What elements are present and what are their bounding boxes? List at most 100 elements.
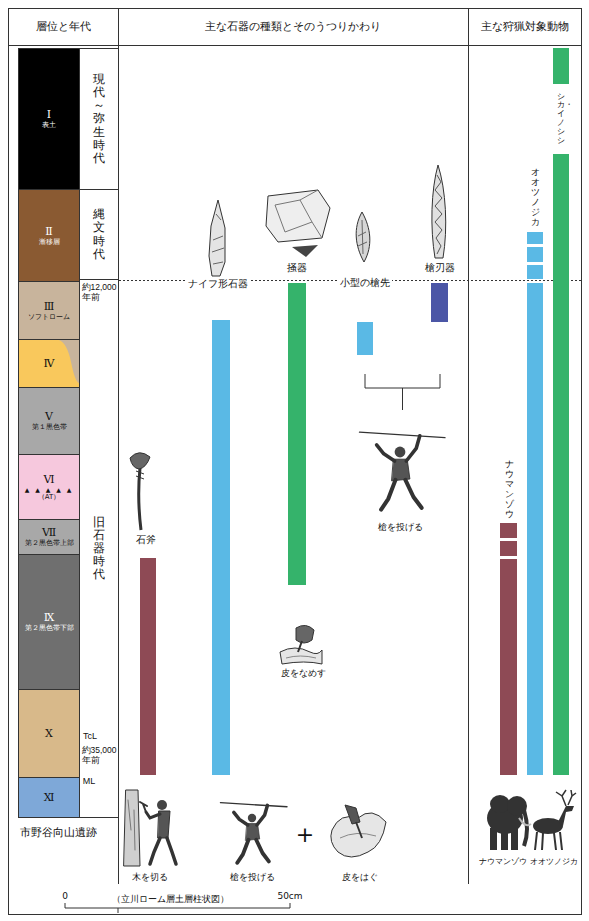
scale-number: 50cm (277, 891, 302, 901)
animal-range-bars-part (500, 523, 517, 538)
animal-range-bars-part (527, 232, 543, 244)
soil-layer: Ⅺ (18, 778, 80, 818)
layer-fill (19, 340, 79, 387)
tree-cutting-drawing-part (146, 812, 160, 818)
tool-range-bars (140, 283, 448, 775)
tree-cutting-drawing (124, 790, 176, 866)
tool-range-bars-part (288, 283, 306, 585)
hide-skinning-drawing-part (340, 833, 376, 838)
spear-thrower-figure-part (234, 812, 248, 825)
layer-number: Ⅹ (45, 727, 53, 740)
bracket-line (365, 374, 440, 410)
header-text: 層位と年代 (36, 20, 91, 33)
hide-tanning-drawing-part (296, 625, 314, 643)
animal-range-bars-part (527, 283, 543, 775)
tool-range-bars-part (212, 320, 230, 775)
action-caption: 皮をなめす (281, 668, 326, 678)
scale-bar (65, 903, 290, 913)
stone-axe-drawing-part (130, 453, 150, 469)
hide-skinning-drawing-part (356, 822, 362, 838)
mammoth-icon-part (490, 828, 497, 850)
mammoth-icon-part (524, 810, 527, 846)
small-point-drawing-part (356, 212, 370, 262)
scraper-drawing-part (275, 190, 322, 238)
hide-tanning-drawing (280, 625, 322, 664)
action-caption: 槍を投げる (378, 522, 423, 532)
layer-name: 表土 (42, 121, 56, 129)
mammoth-icon-part (490, 795, 510, 813)
giant-deer-icon (533, 790, 576, 850)
header-text: 主な石器の種類とそのうつりかわり (205, 20, 381, 33)
blade-tool-drawing (432, 165, 446, 258)
site-name: 市野谷向山遺跡 (20, 827, 97, 840)
soil-layer: Ⅹ (18, 690, 80, 778)
tephra-marker: ML (83, 776, 96, 786)
header-text: 主な狩猟対象動物 (481, 20, 569, 33)
small-point-drawing-part (358, 220, 367, 254)
tool-name: 石斧 (136, 534, 156, 546)
soil-layer: Ⅳ (18, 340, 80, 388)
soil-layer: Ⅵ▲ ▲ ▲ ▲ ▲（AT） (18, 455, 80, 520)
spear-thrower-figure-part (360, 432, 446, 437)
mammoth-icon-part (519, 818, 531, 825)
tree-cutting-drawing-part (157, 800, 167, 810)
tool-name: 小型の槍先 (338, 277, 392, 289)
scale-number: 0 (62, 891, 68, 901)
hide-tanning-drawing-part (298, 641, 302, 652)
animal-range-bars-part (500, 559, 517, 775)
animal-range-bars-part (553, 48, 569, 84)
spear-thrower-figure (221, 803, 288, 863)
plus-sign: + (296, 822, 314, 847)
tree-cutting-drawing-part (140, 802, 147, 812)
soil-layer: Ⅰ表土 (18, 48, 80, 190)
giant-deer-icon-part (535, 832, 562, 850)
hide-skinning-drawing-part (345, 805, 360, 824)
soil-layer: Ⅴ第１黒色帯 (18, 388, 80, 455)
knife-tool-drawing-part (212, 214, 224, 264)
layer-name: 第２黒色帯下部 (25, 624, 74, 632)
animal-range-bars-part (500, 541, 517, 556)
hide-tanning-drawing-part (280, 648, 322, 664)
spear-thrower-figure-part (221, 803, 288, 807)
tree-cutting-drawing-part (124, 790, 140, 866)
era-name: 縄文時代 (93, 208, 105, 261)
scraper-drawing-part (292, 245, 318, 257)
table-frame-part (8, 45, 582, 46)
layer-number: Ⅸ (44, 611, 55, 624)
scraper-drawing (266, 190, 330, 257)
era-name: 現代～弥生時代 (93, 73, 105, 165)
spear-thrower-figure-part (395, 447, 406, 458)
stone-axe-drawing-part (136, 471, 144, 479)
layer-name: 第１黒色帯 (32, 423, 67, 431)
action-caption: 皮をはぐ (342, 872, 378, 882)
age-note: 約12,000年前 (82, 283, 119, 303)
action-caption: 槍を投げる (230, 872, 275, 882)
spear-thrower-figure-part (237, 840, 268, 863)
tree-cutting-drawing-part (128, 800, 135, 850)
blade-tool-drawing-part (435, 175, 442, 254)
animal-name: オオツノジカ (531, 168, 540, 227)
animal-name: オオツノジカ (530, 858, 578, 867)
animal-name: シカ・イノシシ (557, 93, 565, 146)
knife-tool-drawing-part (209, 200, 225, 276)
soil-layer: Ⅸ第２黒色帯下部 (18, 555, 80, 690)
table-frame-part (9, 9, 582, 915)
tree-cutting-drawing-part (150, 838, 176, 864)
animal-range-bars-part (527, 247, 543, 262)
stone-axe-drawing (130, 453, 150, 530)
mammoth-icon (487, 795, 531, 850)
tool-name: ナイフ形石器 (186, 278, 250, 290)
column-header: 主な石器の種類とそのうつりかわり (118, 8, 468, 45)
layer-number: Ⅵ (43, 473, 54, 486)
layer-name: ▲ ▲ ▲ ▲ ▲ (25, 486, 74, 493)
layer-number: Ⅰ (47, 108, 51, 121)
layer-number: Ⅺ (44, 791, 55, 804)
age-note: 約35,000年前 (82, 746, 119, 766)
tool-range-bars-part (140, 558, 156, 775)
era-box: 縄文時代 (79, 190, 119, 280)
tephra-marker: TcL (83, 731, 97, 741)
scale-caption: （立川ローム層土層柱状図） (112, 894, 229, 904)
layer-dip (59, 340, 79, 383)
